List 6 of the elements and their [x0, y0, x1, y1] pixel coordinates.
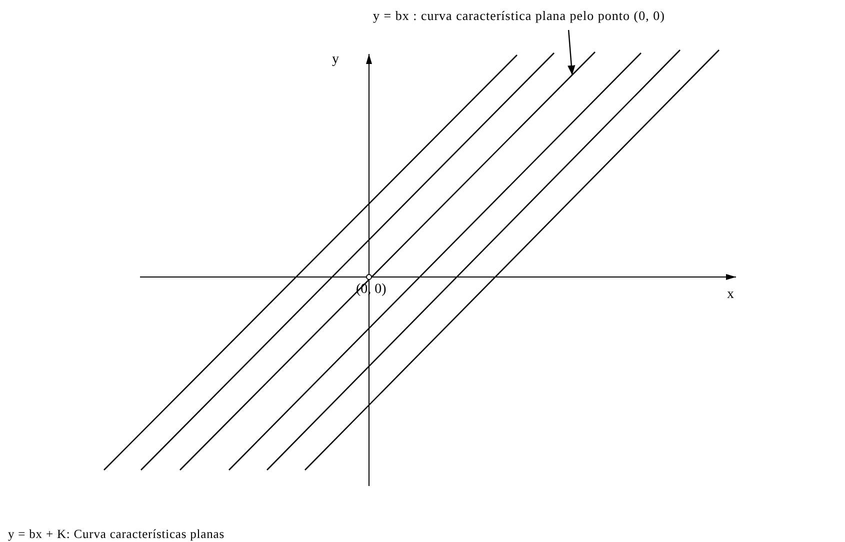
leader-line — [568, 30, 576, 76]
curve-label: y = bx : curva característica plana pelo ponto (0, 0) — [373, 8, 665, 24]
axis-label: y — [332, 52, 339, 68]
caption: y = bx + K: Curva características planas — [8, 527, 224, 542]
axis-label: x — [727, 287, 734, 303]
characteristic-line — [180, 52, 596, 470]
